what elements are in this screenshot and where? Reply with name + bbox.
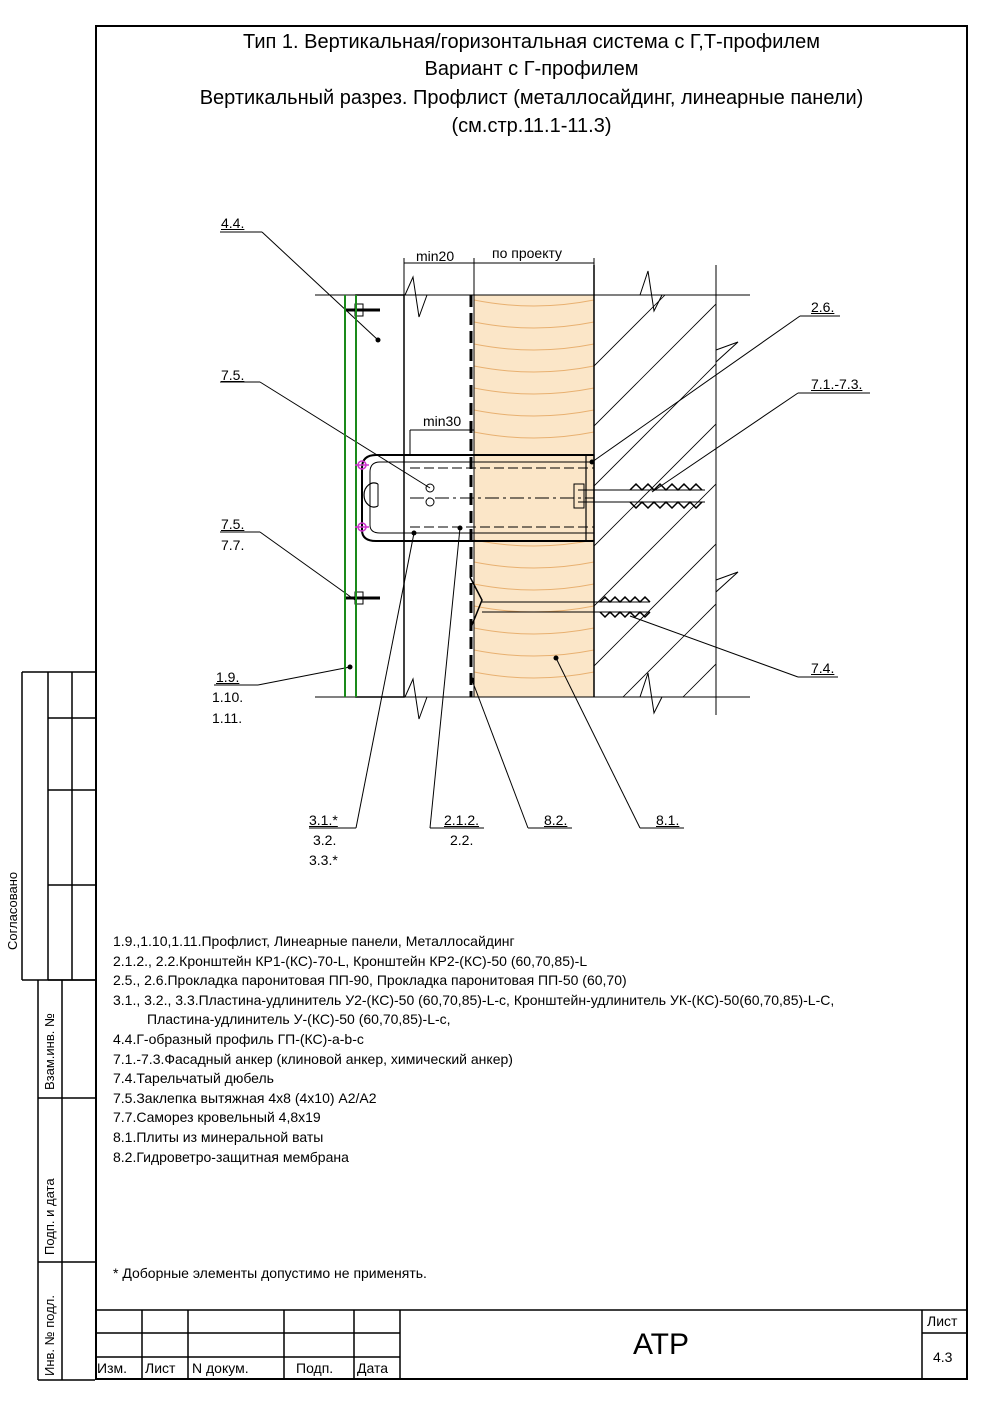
callout-8-2: 8.2.	[544, 812, 568, 828]
callout-2-6: 2.6.	[811, 299, 835, 315]
callout-1-9: 1.9.	[216, 669, 240, 685]
stamp-izm: Изм.	[97, 1360, 127, 1376]
callout-1-11: 1.11.	[212, 710, 243, 726]
organization-name: АТР	[632, 1328, 689, 1361]
title-line-2: Вариант с Г-профилем	[424, 58, 639, 80]
legend-item: 2.5., 2.6.Прокладка паронитовая ПП-90, П…	[113, 972, 627, 989]
legend-item: 8.1.Плиты из минеральной ваты	[113, 1128, 324, 1145]
drawing-frame	[95, 25, 968, 1380]
title-line-1: Тип 1. Вертикальная/горизонтальная систе…	[243, 31, 820, 53]
legend-item: 7.7.Саморез кровельный 4,8х19	[113, 1109, 321, 1126]
legend-item: 7.4.Тарельчатый дюбель	[113, 1070, 274, 1087]
footnote: * Доборные элементы допустимо не применя…	[113, 1265, 427, 1281]
callout-3-3: 3.3.*	[309, 852, 338, 868]
dim-po-proektu: по проекту	[492, 245, 563, 261]
stamp-podp: Подп.	[296, 1360, 334, 1376]
stamp-sheet-number: 4.3	[933, 1349, 953, 1365]
title-line-4: (см.стр.11.1-11.3)	[451, 115, 612, 137]
legend-item: 2.1.2., 2.2.Кронштейн КР1-(КС)-70-L, Кро…	[113, 952, 588, 969]
callout-7-5-top: 7.5.	[221, 367, 245, 383]
side-inv-podl: Инв. № подл.	[42, 1295, 57, 1376]
title-line-3: Вертикальный разрез. Профлист (металлоса…	[199, 87, 864, 109]
callout-2-1-2: 2.1.2.	[444, 812, 480, 828]
side-vzam-inv: Взам.инв. №	[42, 1013, 57, 1090]
stamp-n-dokum: N докум.	[192, 1360, 249, 1376]
legend: 1.9.,1.10,1.11.Профлист, Линеарные панел…	[113, 932, 973, 1167]
callout-3-1: 3.1.*	[309, 812, 338, 828]
dim-min30: min30	[423, 413, 462, 429]
callout-4-4: 4.4.	[221, 215, 245, 231]
legend-item: 4.4.Г-образный профиль ГП-(КС)-a-b-c	[113, 1030, 364, 1047]
callout-2-2: 2.2.	[450, 832, 474, 848]
callout-7-5: 7.5.	[221, 516, 245, 532]
side-podp-data: Подп. и дата	[42, 1178, 57, 1255]
profiled-sheet-panel	[344, 295, 357, 697]
stamp-data: Дата	[357, 1360, 389, 1376]
rivet-marks	[355, 460, 369, 532]
legend-item: 7.1.-7.3.Фасадный анкер (клиновой анкер,…	[113, 1050, 513, 1067]
stamp-list: Лист	[145, 1360, 176, 1376]
legend-item: 8.2.Гидроветро-защитная мембрана	[113, 1148, 349, 1165]
callout-7-4: 7.4.	[811, 660, 835, 676]
legend-item: 7.5.Заклепка вытяжная 4х8 (4х10) А2/А2	[113, 1089, 377, 1106]
legend-item: 3.1., 3.2., 3.3.Пластина-удлинитель У2-(…	[113, 991, 835, 1008]
stamp-list-header: Лист	[927, 1313, 958, 1329]
callout-3-2: 3.2.	[313, 832, 337, 848]
legend-item: 1.9.,1.10,1.11.Профлист, Линеарные панел…	[113, 933, 515, 949]
side-soglasovano: Согласовано	[5, 871, 20, 950]
callout-7-7: 7.7.	[221, 537, 245, 553]
callout-8-1: 8.1.	[656, 812, 680, 828]
callout-7-1-7-3: 7.1.-7.3.	[811, 376, 863, 392]
legend-item: Пластина-удлинитель У-(КС)-50 (60,70,85)…	[147, 1011, 451, 1028]
callout-1-10: 1.10.	[212, 689, 244, 705]
dim-min20: min20	[416, 248, 455, 264]
